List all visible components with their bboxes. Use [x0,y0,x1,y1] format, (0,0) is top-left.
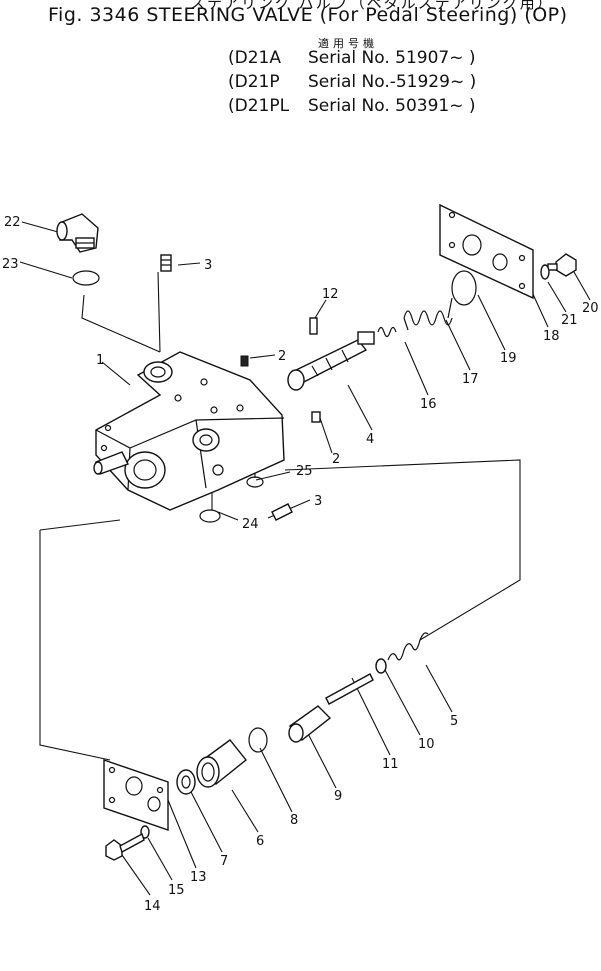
valve-body-1 [93,351,285,511]
callout-3-lower: 3 [314,494,322,509]
serial-row-d21pl: (D21PL Serial No. 50391~ ) [228,96,476,116]
title-japanese: ステアリング バルブ（ペダルステアリング用） [190,0,554,12]
callout-4: 4 [366,432,374,447]
callout-5: 5 [450,714,458,729]
callout-7: 7 [220,854,228,869]
callout-22: 22 [4,215,21,230]
callout-20: 20 [582,301,599,316]
o-ring-25 [246,476,264,488]
spool-4 [287,331,375,391]
callout-25: 25 [296,464,313,479]
callout-23: 23 [2,257,19,272]
callout-10: 10 [418,737,435,752]
cover-plate-18 [439,203,534,300]
bolt-14 [105,832,145,861]
serial-model: (D21A [228,48,281,68]
washer-21 [540,264,550,280]
callout-labels: 22 23 3 12 20 21 18 19 17 16 1 2 4 2 25 … [2,215,599,914]
pin-12 [309,317,318,335]
plug-2-lower [311,411,321,423]
callout-11: 11 [382,757,399,772]
bolt-20 [547,253,577,277]
callout-2-upper: 2 [278,349,286,364]
plug-2-upper [240,355,249,367]
serial-number: Serial No. 50391~ ) [308,96,476,116]
spring-5 [387,632,429,661]
serial-number: Serial No.-51929~ ) [308,72,477,92]
bearing-7 [176,769,196,795]
serial-model: (D21PL [228,96,290,116]
piston-9 [288,705,332,743]
serial-row-d21a: (D21A Serial No. 51907~ ) [228,48,476,68]
serial-number: Serial No. 51907~ ) [308,48,476,68]
spring-16 [377,326,397,338]
callout-16: 16 [420,397,437,412]
callout-19: 19 [500,351,517,366]
spring-17 [403,297,453,331]
elbow-fitting-part [56,213,99,253]
callout-18: 18 [543,329,560,344]
callout-6: 6 [256,834,264,849]
ring-10 [375,658,387,674]
callout-8: 8 [290,813,298,828]
applicable-label: 適用号機 [318,37,378,50]
rod-11 [325,673,374,705]
plug-top [160,254,172,272]
o-ring-23 [72,270,100,286]
end-plate-13 [103,759,169,831]
sleeve-6 [196,739,247,788]
callout-15: 15 [168,883,185,898]
serial-row-d21p: (D21P Serial No.-51929~ ) [228,72,476,92]
callout-13: 13 [190,870,207,885]
o-ring-8 [248,727,268,753]
plug-3-lower [271,503,293,521]
callout-21: 21 [561,313,578,328]
callout-9: 9 [334,789,342,804]
callout-3-top: 3 [204,258,212,273]
callout-2-lower: 2 [332,452,340,467]
callout-17: 17 [462,372,479,387]
o-ring-19 [451,270,477,306]
callout-24: 24 [242,517,259,532]
figure-title: Fig. 3346 STEERING VALVE (For Pedal Stee… [48,4,568,26]
callout-12: 12 [322,287,339,302]
callout-1: 1 [96,353,104,368]
callout-14: 14 [144,899,161,914]
o-ring-24 [199,509,221,523]
serial-model: (D21P [228,72,280,92]
